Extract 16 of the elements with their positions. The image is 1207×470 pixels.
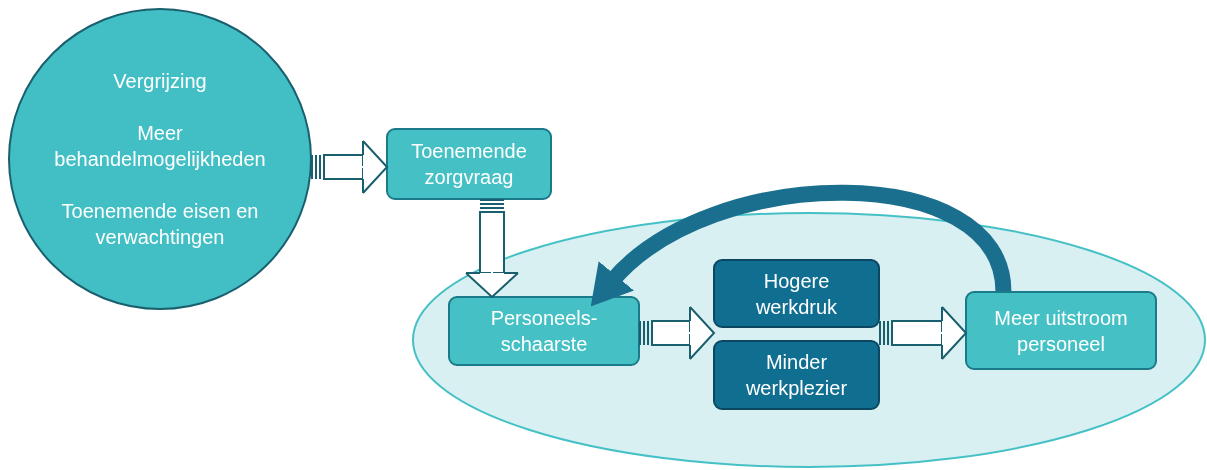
node-text: Meer uitstroom personeel [993,305,1129,357]
node-text: Hogere werkdruk [754,268,839,320]
process-box [713,340,880,410]
process-box [448,296,640,366]
node-text: Vergrijzing [113,69,207,94]
process-box [386,128,552,200]
curved-arrow [588,184,1012,305]
node-text: Minder werkplezier [744,350,849,401]
cycle-ellipse [412,212,1206,468]
process-box [713,259,880,328]
node-text: Toenemende eisen en verwachtingen [60,199,260,250]
node-text: Meer behandelmogelijkheden [53,121,267,172]
node-text: Toenemende zorgvraag [410,139,528,190]
cause-circle [8,8,312,310]
node-text: Personeels- schaarste [489,306,599,357]
process-box [965,291,1157,370]
